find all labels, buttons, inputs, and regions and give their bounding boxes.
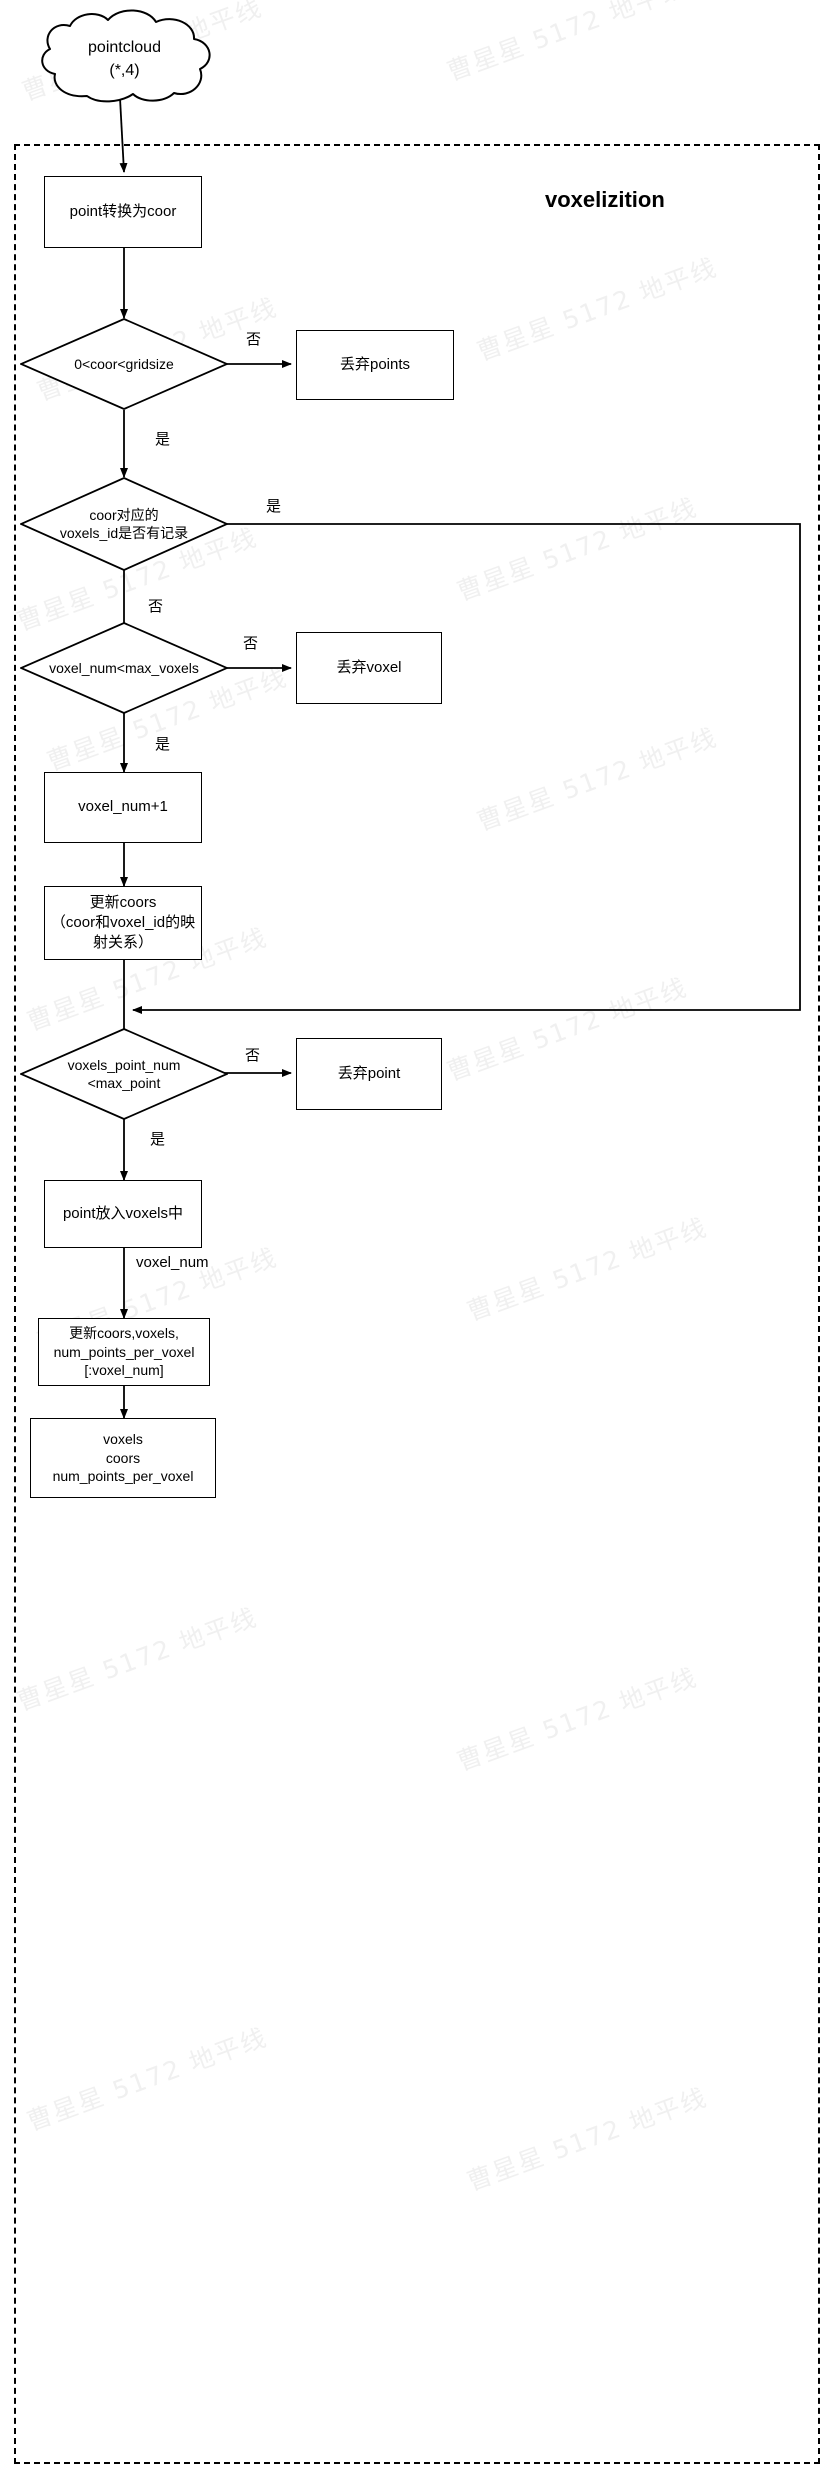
decision-coor-in-gridsize[interactable]: 0<coor<gridsize [20,318,228,410]
node-label: 更新coors,voxels, num_points_per_voxel [:v… [53,1324,195,1379]
node-label: 0<coor<gridsize [74,355,174,372]
node-label: voxel_num+1 [78,798,168,816]
output-node-results[interactable]: voxels coors num_points_per_voxel [30,1418,216,1498]
node-label: point放入voxels中 [62,1204,184,1222]
edge-label-no-1: 否 [246,331,262,348]
process-point-to-coor[interactable]: point转换为coor [44,176,202,248]
edge-label-yes-4: 是 [150,1131,166,1148]
node-label: voxel_num<max_voxels [49,659,199,676]
edge-label-yes-2: 是 [266,498,282,515]
node-label: point转换为coor [69,202,177,220]
edge-label-yes-1: 是 [155,431,171,448]
voxelization-group-container [14,144,820,2464]
edge-label-no-3: 否 [243,635,259,652]
group-title: voxelizition [545,187,665,212]
node-label: 丢弃points [339,355,411,373]
diamond-shape [20,1028,228,1120]
watermark: 曹星星 5172 地平线 [443,0,692,87]
process-discard-voxel[interactable]: 丢弃voxel [296,632,442,704]
edge-label-yes-3: 是 [155,736,171,753]
cloud-shape [41,9,211,103]
node-label: coor对应的 voxels_id是否有记录 [59,506,189,541]
node-label: 丢弃point [337,1064,401,1082]
process-discard-point[interactable]: 丢弃point [296,1038,442,1110]
diamond-shape [20,622,228,714]
decision-voxels-point-num-lt-max[interactable]: voxels_point_num <max_point [20,1028,228,1120]
process-increment-voxel-num[interactable]: voxel_num+1 [44,772,202,843]
node-label: 丢弃voxel [336,658,402,676]
process-update-coors-mapping[interactable]: 更新coors （coor和voxel_id的映 射关系） [44,886,202,960]
process-update-outputs-slice[interactable]: 更新coors,voxels, num_points_per_voxel [:v… [38,1318,210,1386]
start-node-label: pointcloud (*,4) [88,39,161,80]
start-node-pointcloud[interactable]: pointcloud (*,4) [32,8,217,103]
process-discard-points[interactable]: 丢弃points [296,330,454,400]
edge-label-no-4: 否 [245,1047,261,1064]
node-label: voxels_point_num <max_point [67,1056,181,1091]
node-label: 更新coors （coor和voxel_id的映 射关系） [50,893,196,952]
edge-label-no-2: 否 [148,598,164,615]
decision-voxel-num-lt-max[interactable]: voxel_num<max_voxels [20,622,228,714]
diamond-shape [20,318,228,410]
diamond-shape [20,477,228,571]
node-label: voxels coors num_points_per_voxel [52,1430,194,1485]
edge-label-voxel-num: voxel_num [136,1254,209,1271]
process-put-point-into-voxels[interactable]: point放入voxels中 [44,1180,202,1248]
decision-voxels-id-recorded[interactable]: coor对应的 voxels_id是否有记录 [20,477,228,571]
